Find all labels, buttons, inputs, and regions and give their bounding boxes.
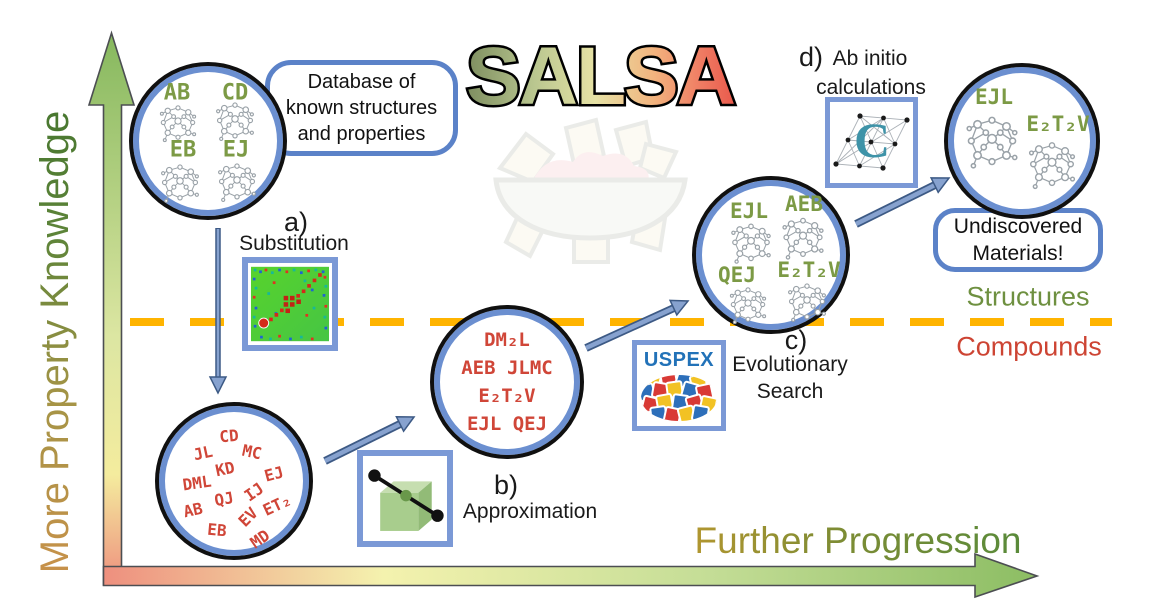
molecule-sketch <box>214 160 260 206</box>
abinitio-arrow <box>854 177 951 228</box>
structure-label: AEB <box>785 192 823 216</box>
structure-label: EJL <box>730 199 768 223</box>
structure-label: E₂T₂V <box>1026 112 1090 136</box>
structure-label: E₂T₂V <box>777 258 841 282</box>
compound-label: AB <box>181 498 205 522</box>
compound-row: E₂T₂V <box>478 384 536 407</box>
database-box: Database of known structures and propert… <box>265 60 458 156</box>
step-c-label-line1: Evolutionary <box>732 353 848 376</box>
castep-logo-box: C <box>825 97 918 188</box>
structure-label: EJ <box>222 137 250 163</box>
compound-label: JL <box>191 441 215 465</box>
molecule-sketch <box>212 99 258 145</box>
x-axis-label: Further Progression <box>638 520 1078 562</box>
approximated-compounds-circle: DM₂L AEB JLMC E₂T₂V EJL QEJ <box>430 305 584 459</box>
structure-label: EJL <box>975 85 1013 109</box>
compound-label: DML <box>181 471 213 495</box>
compound-label: MC <box>240 440 264 464</box>
compound-label: MD <box>246 525 274 553</box>
compound-label: EJ <box>262 462 286 486</box>
known-structures-circle: AB CD EB EJ <box>129 62 287 220</box>
compound-row: DM₂L <box>484 328 530 351</box>
compounds-label: Compounds <box>956 331 1102 362</box>
castep-lattice-graphic: C <box>833 112 910 171</box>
undiscovered-structures-circle: EJL E₂T₂V <box>944 63 1100 219</box>
approximation-cube-graphic <box>368 469 444 531</box>
figure-title: SALSA <box>464 29 740 125</box>
molecule-sketch <box>784 280 830 326</box>
structure-label: AB <box>163 80 191 106</box>
database-line1: Database of <box>307 71 416 93</box>
evolved-structures-circle: EJL AEB QEJ E₂T₂V <box>692 176 850 334</box>
step-b-tag: b) <box>493 470 519 500</box>
compound-label: EB <box>206 519 228 541</box>
compound-label: QJ <box>212 487 236 511</box>
evolution-arrow <box>584 299 690 352</box>
step-d-tag: d) <box>798 42 824 72</box>
structure-label: CD <box>221 80 249 106</box>
approximated-compound-rows: DM₂L AEB JLMC E₂T₂V EJL QEJ <box>434 309 580 455</box>
substitution-arrow <box>208 228 228 395</box>
molecule-sketch <box>156 102 200 146</box>
compound-row: EJL QEJ <box>466 412 548 435</box>
step-d-label-line2: calculations <box>816 76 926 99</box>
approximation-arrow <box>323 416 416 465</box>
step-a-label: Substitution <box>239 232 349 255</box>
compound-row: AEB JLMC <box>461 356 553 379</box>
y-axis-arrow <box>87 30 136 586</box>
substitution-matrix-graphic <box>251 266 329 342</box>
structures-label: Structures <box>966 281 1090 312</box>
undiscovered-line2: Materials! <box>972 242 1064 265</box>
undiscovered-line1: Undiscovered <box>953 214 1083 238</box>
uspex-logo: USPEX <box>638 347 720 424</box>
x-axis-arrow <box>102 552 1040 599</box>
uspex-mosaic <box>641 375 717 421</box>
molecule-sketch <box>778 214 828 264</box>
molecule-sketch <box>727 220 775 268</box>
uspex-logo-box: USPEX <box>632 340 726 431</box>
structure-label: EB <box>169 137 197 163</box>
database-line2: known structures <box>285 97 438 119</box>
step-d-label-line1: Ab initio <box>832 47 908 70</box>
database-line3: and properties <box>297 123 426 145</box>
uspex-wordmark: USPEX <box>643 349 715 371</box>
compound-label: EV <box>234 503 262 531</box>
step-c-tag: c) <box>784 325 808 355</box>
molecule-sketch <box>1024 138 1080 194</box>
salsa-bowl-watermark <box>493 117 688 264</box>
salsa-title-text: SALSA <box>466 31 735 122</box>
molecule-sketch <box>961 112 1023 174</box>
step-a-tag: a) <box>283 207 309 237</box>
compound-label: CD <box>218 425 240 447</box>
substitution-matrix-icon <box>242 257 338 351</box>
step-c-label-line2: Search <box>756 380 824 403</box>
molecule-sketch <box>157 161 203 207</box>
structure-label: QEJ <box>718 263 756 287</box>
step-b-label: Approximation <box>462 500 598 523</box>
known-compounds-circle: CD JL MC KD EJ DML IJ QJ AB EV ET₂ EB MD <box>155 402 313 560</box>
y-axis-label: More Property Knowledge <box>33 101 77 583</box>
approximation-cube-icon <box>357 450 453 547</box>
molecule-sketch <box>726 284 770 328</box>
compound-label: KD <box>213 457 237 481</box>
